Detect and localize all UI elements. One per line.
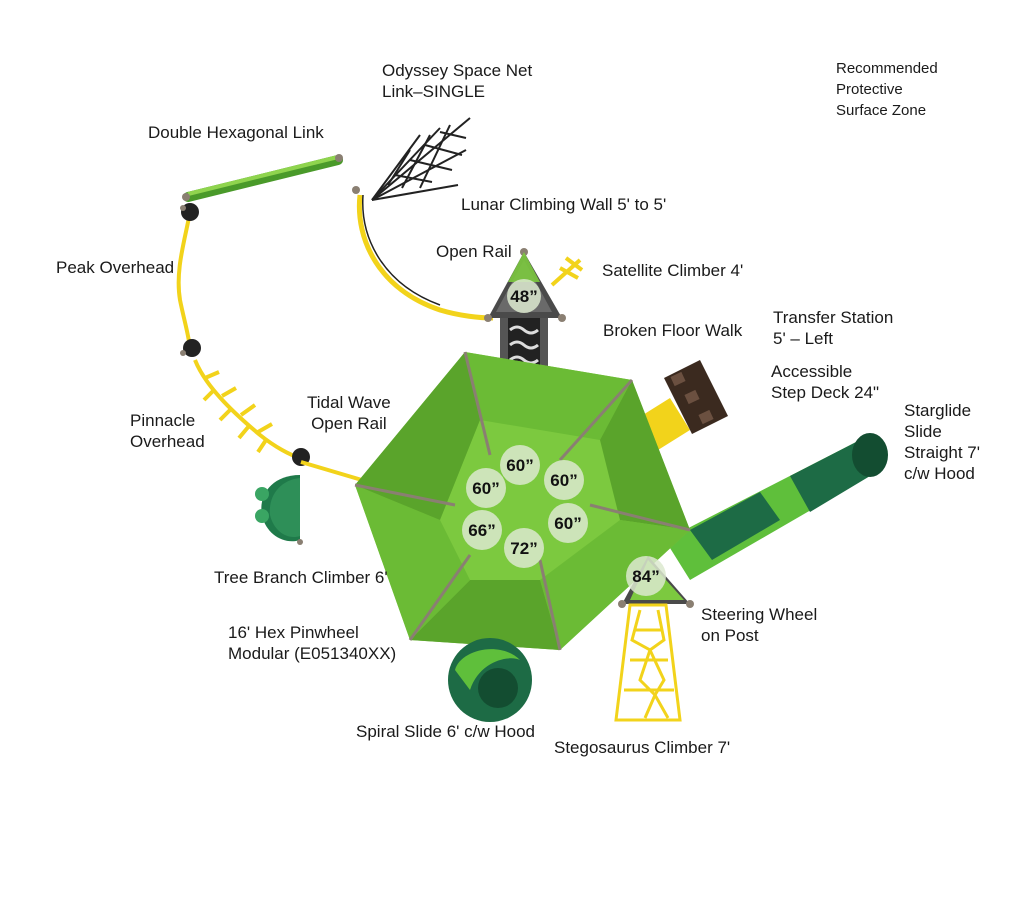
label-open-rail: Open Rail (436, 242, 512, 261)
deck-height-upper: 60” (506, 456, 533, 475)
lunar-climbing-wall (352, 186, 494, 321)
pinnacle-overhead (193, 359, 373, 485)
deck-height-discs (462, 279, 666, 596)
label-peak-overhead: Peak Overhead (56, 258, 175, 277)
deck-height-upper-left: 60” (472, 479, 499, 498)
deck-height-top: 48” (510, 287, 537, 306)
deck-height-lower-left: 66” (468, 521, 495, 540)
deck-height-tower: 84” (632, 567, 659, 586)
label-stegosaurus-climber: Stegosaurus Climber 7' (554, 738, 731, 757)
stegosaurus-climber (614, 603, 682, 722)
deck-height-bottom: 72” (510, 539, 537, 558)
label-broken-floor-walk: Broken Floor Walk (603, 321, 743, 340)
starglide-slide (665, 433, 888, 580)
label-spiral-slide: Spiral Slide 6' c/w Hood (356, 722, 535, 741)
hex-pinwheel-canopy (354, 351, 691, 651)
label-satellite-climber: Satellite Climber 4' (602, 261, 744, 280)
tree-branch-climber (255, 475, 303, 545)
label-double-hex-link: Double Hexagonal Link (148, 123, 324, 142)
odyssey-space-net (371, 117, 471, 201)
deck-height-lower-right: 60” (554, 514, 581, 533)
label-tree-branch-climber: Tree Branch Climber 6' (214, 568, 388, 587)
deck-height-upper-right: 60” (550, 471, 577, 490)
spiral-slide (448, 638, 532, 722)
double-hex-link (182, 154, 343, 202)
peak-overhead (176, 203, 201, 357)
satellite-climber (550, 256, 584, 287)
label-lunar-wall: Lunar Climbing Wall 5' to 5' (461, 195, 667, 214)
